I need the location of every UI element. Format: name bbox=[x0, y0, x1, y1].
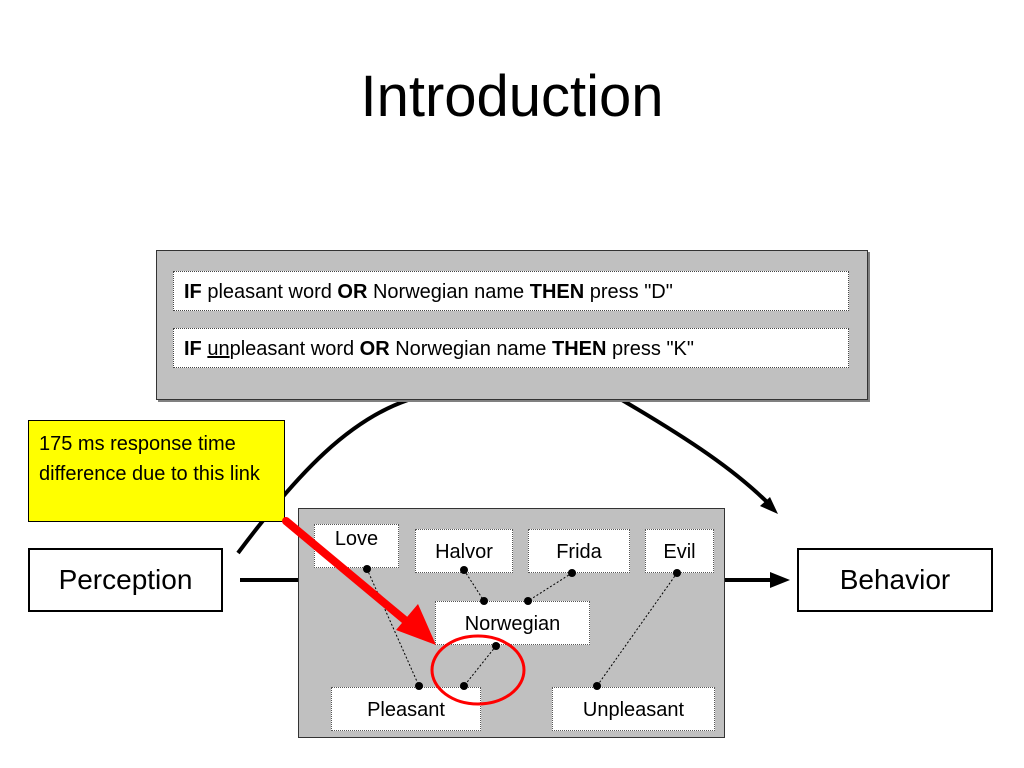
node-norwegian: Norwegian bbox=[435, 601, 590, 645]
rule-if-pleasant: IF pleasant word OR Norwegian name THEN … bbox=[173, 271, 849, 311]
rule1-text-b: Norwegian name bbox=[367, 281, 530, 303]
node-evil: Evil bbox=[645, 529, 714, 573]
rule2-underlined-prefix: un bbox=[207, 338, 230, 360]
rule1-text-c: press "D" bbox=[584, 281, 673, 303]
semantic-network-panel: Love Halvor Frida Evil Norwegian Pleasan… bbox=[298, 508, 725, 738]
node-love: Love bbox=[314, 524, 399, 568]
rule2-text-c: press "K" bbox=[606, 338, 694, 360]
rule1-or-keyword: OR bbox=[337, 281, 368, 303]
rule2-text-b: Norwegian name bbox=[389, 338, 552, 360]
rule2-then-keyword: THEN bbox=[551, 338, 607, 360]
rule1-then-keyword: THEN bbox=[529, 281, 585, 303]
callout-note: 175 ms response time difference due to t… bbox=[28, 420, 285, 522]
network-to-behavior-arrowhead bbox=[770, 572, 790, 588]
node-halvor: Halvor bbox=[415, 529, 513, 573]
behavior-box: Behavior bbox=[797, 548, 993, 612]
rule-if-unpleasant: IF unpleasant word OR Norwegian name THE… bbox=[173, 328, 849, 368]
perception-box: Perception bbox=[28, 548, 223, 612]
rule1-if-keyword: IF bbox=[184, 281, 202, 303]
rule1-text-a: pleasant word bbox=[201, 281, 338, 303]
node-unpleasant: Unpleasant bbox=[552, 687, 715, 731]
node-frida: Frida bbox=[528, 529, 630, 573]
rule2-if-keyword: IF bbox=[184, 338, 202, 360]
node-pleasant: Pleasant bbox=[331, 687, 481, 731]
rules-to-behavior-arrowhead bbox=[760, 497, 778, 514]
rule2-text-a: pleasant word bbox=[229, 338, 360, 360]
node-love-label: Love bbox=[334, 528, 379, 550]
rule-panel: IF pleasant word OR Norwegian name THEN … bbox=[156, 250, 868, 400]
slide-title: Introduction bbox=[360, 64, 664, 129]
rule2-or-keyword: OR bbox=[359, 338, 390, 360]
rules-to-behavior-curve bbox=[620, 398, 772, 507]
